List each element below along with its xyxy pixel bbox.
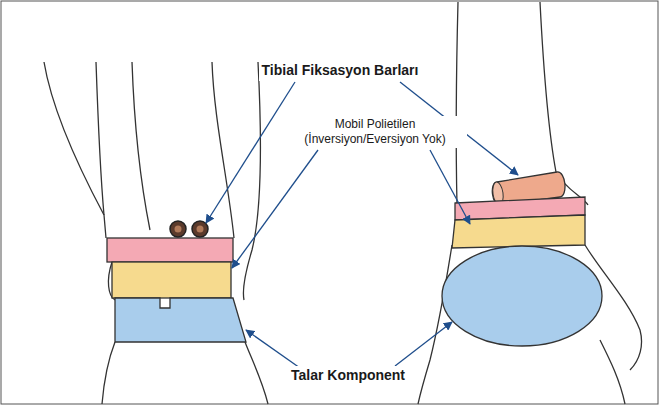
mobile-polyethylene	[452, 215, 585, 248]
fixation-bar	[170, 221, 186, 237]
fixation-bar	[192, 221, 208, 237]
lateral-leg-outline	[418, 2, 642, 404]
tibial-component	[107, 238, 233, 262]
talar-component	[115, 298, 246, 342]
mobile-polyethylene	[112, 262, 231, 298]
callout-label: Tibial Fiksasyon Barları	[259, 61, 422, 81]
callout-label: Mobil Polietilen (İnversiyon/Eversiyon Y…	[283, 116, 467, 148]
front-leg-outline	[44, 62, 268, 404]
fixation-bar-core	[197, 226, 204, 233]
callout-label: Talar Komponent	[288, 366, 408, 386]
talar-component	[442, 246, 602, 346]
fixation-bar-core	[175, 226, 182, 233]
leader-lines	[206, 82, 518, 368]
